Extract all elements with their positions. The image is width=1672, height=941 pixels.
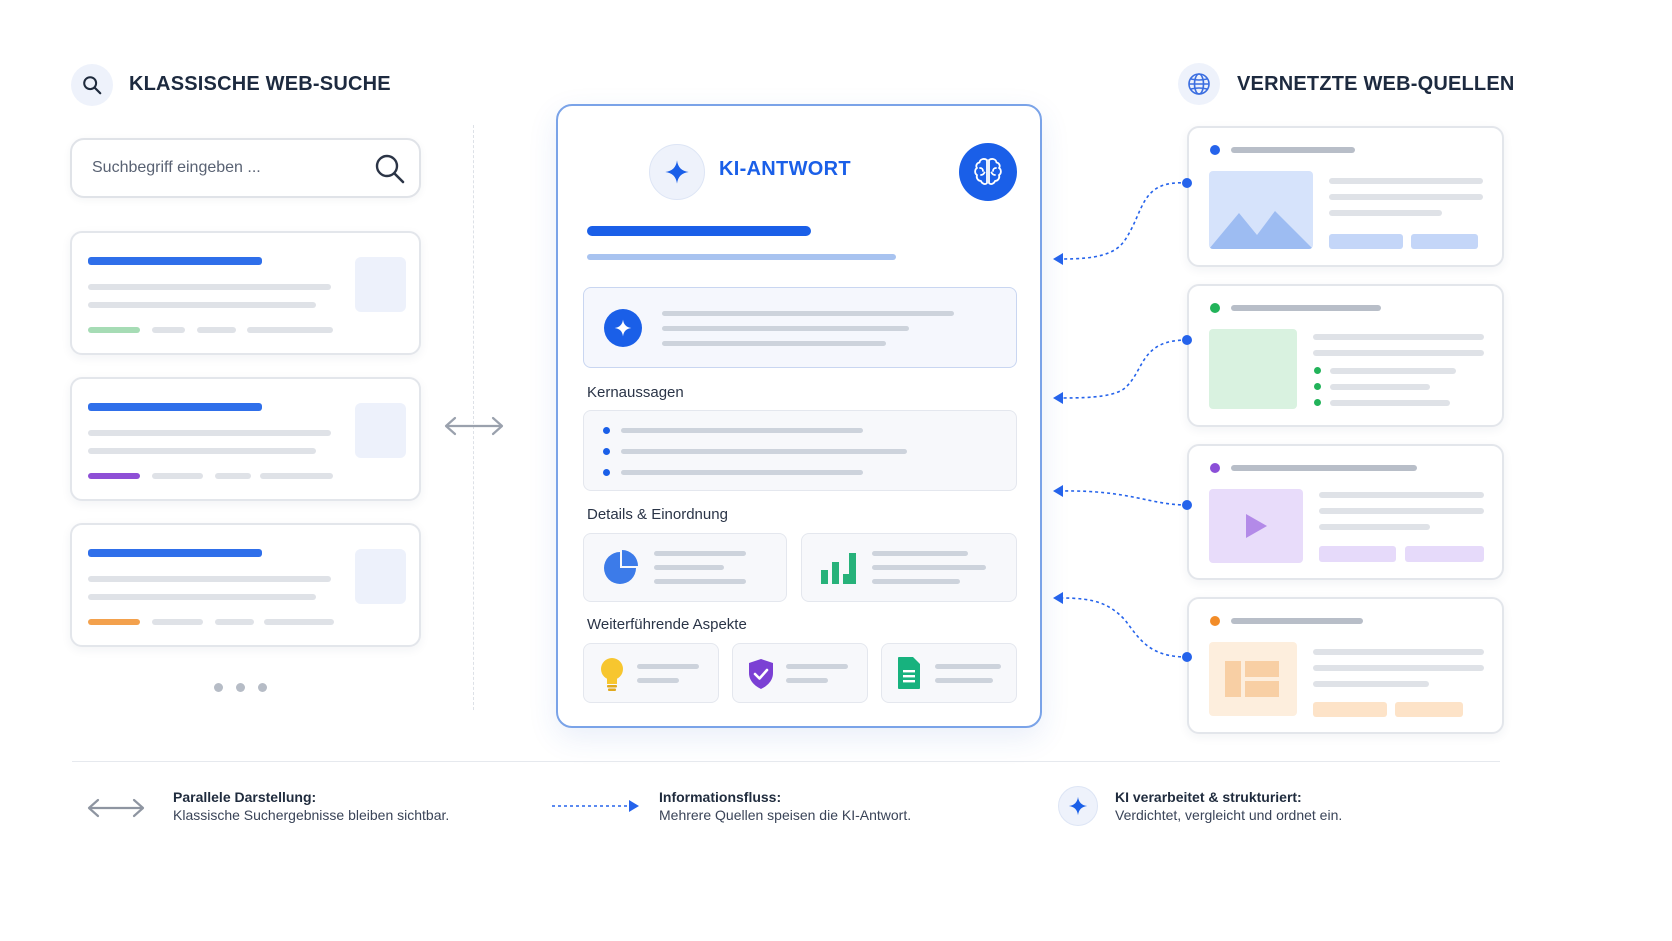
legend-sparkle-badge	[1058, 786, 1098, 826]
more-results-dots[interactable]	[214, 683, 270, 693]
web-source-card-list[interactable]	[1187, 284, 1504, 427]
result-accent-line	[88, 619, 140, 625]
web-source-card-layout[interactable]	[1187, 597, 1504, 734]
ai-sparkle-badge	[649, 144, 705, 200]
search-result-card[interactable]	[70, 377, 421, 501]
classic-search-title: KLASSISCHE WEB-SUCHE	[129, 73, 391, 95]
search-input[interactable]: Suchbegriff eingeben ...	[70, 138, 421, 198]
dashed-arrow-icon	[552, 800, 639, 812]
web-source-card-image[interactable]	[1187, 126, 1504, 267]
ai-summary-box	[583, 287, 1017, 368]
globe-header-icon	[1178, 63, 1220, 105]
result-accent-line	[88, 473, 140, 479]
legend-divider	[72, 761, 1500, 762]
sparkle-icon	[1068, 796, 1088, 816]
sparkle-icon	[665, 160, 689, 184]
shield-check-icon	[749, 659, 773, 689]
legend-parallel-desc: Klassische Suchergebnisse bleiben sichtb…	[173, 807, 450, 823]
web-sources-title: VERNETZTE WEB-QUELLEN	[1237, 73, 1515, 95]
further-aspect-box-3	[881, 643, 1017, 703]
double-arrow-icon	[87, 798, 145, 818]
legend-ai-title: KI verarbeitet & strukturiert:	[1115, 789, 1302, 805]
brain-icon	[974, 158, 1002, 185]
search-header-icon	[71, 64, 113, 106]
section-details: Details & Einordnung	[587, 506, 728, 523]
result-thumbnail	[355, 549, 406, 604]
search-result-card[interactable]	[70, 231, 421, 355]
section-key-points: Kernaussagen	[587, 384, 684, 401]
search-icon	[83, 76, 102, 95]
sparkle-icon	[614, 319, 632, 337]
ai-answer-title: KI-ANTWORT	[719, 158, 851, 180]
document-icon	[898, 657, 920, 689]
details-chart-box-2	[801, 533, 1017, 602]
globe-icon	[1188, 73, 1210, 95]
section-further: Weiterführende Aspekte	[587, 616, 747, 633]
legend-flow-title: Informationsfluss:	[659, 789, 782, 805]
video-thumbnail	[1209, 489, 1303, 563]
summary-sparkle-badge	[604, 309, 642, 347]
result-thumbnail	[355, 257, 406, 312]
pie-chart-icon	[604, 550, 638, 584]
mountain-image-icon	[1209, 171, 1313, 249]
search-icon[interactable]	[374, 153, 406, 185]
further-aspect-box-1	[583, 643, 719, 703]
double-arrow-icon	[444, 416, 504, 436]
legend-flow-desc: Mehrere Quellen speisen die KI-Antwort.	[659, 807, 912, 823]
result-accent-line	[88, 327, 140, 333]
bar-chart-icon	[821, 553, 856, 584]
key-points-box	[583, 410, 1017, 491]
result-thumbnail	[355, 403, 406, 458]
details-chart-box-1	[583, 533, 787, 602]
web-source-card-video[interactable]	[1187, 444, 1504, 580]
legend-parallel-title: Parallele Darstellung:	[173, 789, 317, 805]
lightbulb-icon	[601, 658, 623, 691]
search-result-card[interactable]	[70, 523, 421, 647]
play-icon	[1246, 514, 1267, 538]
information-flow-connectors	[1053, 178, 1192, 662]
ai-answer-panel[interactable]: KI-ANTWORT Kernaussagen Details & Einord…	[556, 104, 1042, 728]
further-aspect-box-2	[732, 643, 868, 703]
search-placeholder: Suchbegriff eingeben ...	[92, 159, 261, 176]
brain-badge	[959, 143, 1017, 201]
legend-ai-desc: Verdichtet, vergleicht und ordnet ein.	[1115, 807, 1343, 823]
layout-thumbnail	[1209, 642, 1297, 716]
green-thumbnail	[1209, 329, 1297, 409]
divider	[473, 125, 474, 710]
